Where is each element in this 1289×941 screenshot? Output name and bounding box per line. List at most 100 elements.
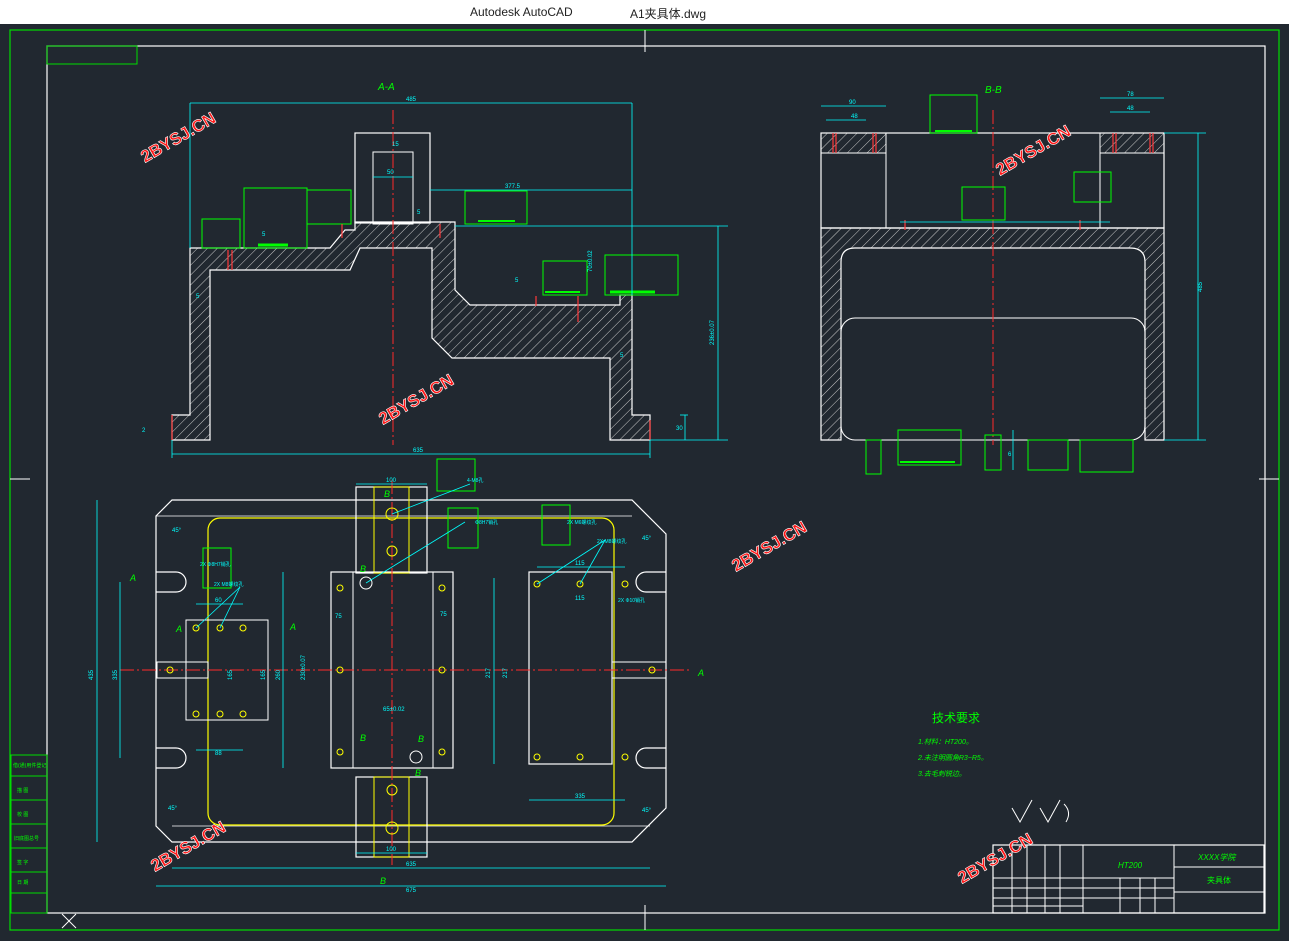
svg-text:5: 5 — [417, 210, 421, 216]
svg-text:485: 485 — [406, 97, 417, 103]
svg-text:15: 15 — [392, 142, 399, 148]
strip-label: 校 图 — [17, 811, 28, 818]
svg-text:A: A — [697, 668, 704, 678]
strip-label: 借(通)用件登记 — [13, 762, 46, 769]
svg-text:236±0.07: 236±0.07 — [710, 319, 716, 345]
svg-text:435: 435 — [89, 669, 95, 680]
svg-text:60: 60 — [215, 598, 222, 604]
strip-label: 旧底图总号 — [14, 835, 39, 842]
aa-green-parts — [201, 187, 679, 296]
svg-text:230±0.07: 230±0.07 — [301, 654, 307, 680]
svg-text:2X M8螺纹孔: 2X M8螺纹孔 — [214, 581, 243, 588]
svg-text:30: 30 — [676, 426, 683, 432]
svg-text:6: 6 — [1008, 452, 1012, 458]
svg-text:2X Φ10销孔: 2X Φ10销孔 — [618, 597, 645, 604]
aa-dimensions — [171, 102, 728, 458]
svg-text:115: 115 — [575, 561, 585, 567]
svg-text:4-M8孔: 4-M8孔 — [467, 477, 483, 484]
svg-text:65±0.02: 65±0.02 — [383, 707, 405, 713]
svg-text:2BYSJ.CN: 2BYSJ.CN — [993, 121, 1075, 179]
strip-label: 签 字 — [17, 859, 28, 866]
svg-text:5: 5 — [620, 353, 624, 359]
svg-text:50: 50 — [387, 170, 394, 176]
section-aa-view[interactable]: A-A — [142, 82, 728, 458]
plan-notes: 4-M8孔 2X M8螺纹孔 2X M8螺纹孔 2X M6螺纹孔 2X Φ8H7… — [200, 477, 645, 604]
svg-text:75: 75 — [440, 612, 447, 618]
svg-text:45°: 45° — [642, 808, 652, 814]
svg-text:2BYSJ.CN: 2BYSJ.CN — [955, 829, 1037, 887]
svg-text:2: 2 — [142, 428, 146, 434]
svg-text:2X M8螺纹孔: 2X M8螺纹孔 — [597, 538, 626, 545]
section-bb-title: B-B — [985, 85, 1002, 96]
svg-text:2X Φ8H7销孔: 2X Φ8H7销孔 — [200, 561, 231, 568]
svg-text:A: A — [289, 622, 296, 632]
svg-text:217: 217 — [503, 667, 509, 678]
svg-text:5: 5 — [262, 232, 266, 238]
svg-text:5: 5 — [196, 294, 200, 300]
svg-text:B: B — [360, 733, 366, 743]
svg-text:635: 635 — [413, 448, 424, 454]
svg-text:260: 260 — [276, 669, 282, 680]
plan-view[interactable]: 100 60 88 115 75 75 65±0.02 100 635 675 … — [89, 458, 704, 894]
svg-text:335: 335 — [575, 794, 586, 800]
svg-text:100: 100 — [386, 847, 397, 853]
svg-text:B: B — [380, 876, 386, 886]
svg-text:45°: 45° — [168, 806, 178, 812]
aa-dim-text: 485 635 50 377.5 15 5 2 30 236±0.07 70±0… — [142, 97, 716, 454]
bb-hatched-body — [820, 227, 1165, 441]
strip-label: 描 图 — [17, 787, 28, 794]
svg-text:1.材料：HT200。: 1.材料：HT200。 — [918, 738, 973, 746]
svg-text:217: 217 — [486, 667, 492, 678]
roughness-symbol-icon — [1011, 799, 1070, 824]
svg-text:75: 75 — [335, 614, 342, 620]
svg-text:100: 100 — [386, 478, 397, 484]
file-name: A1夹具体.dwg — [630, 7, 707, 21]
svg-text:90: 90 — [849, 100, 856, 106]
svg-text:A: A — [175, 624, 182, 634]
svg-text:2.未注明圆角R3~R5。: 2.未注明圆角R3~R5。 — [917, 754, 988, 762]
svg-text:2BYSJ.CN: 2BYSJ.CN — [138, 108, 220, 166]
plan-outline — [155, 499, 667, 843]
strip-label: 日 期 — [17, 880, 28, 886]
svg-text:3.去毛刺锐边。: 3.去毛刺锐边。 — [918, 770, 966, 778]
svg-text:B: B — [415, 768, 421, 778]
svg-text:2X M6螺纹孔: 2X M6螺纹孔 — [567, 519, 596, 526]
plan-dim-text: 100 60 88 115 75 75 65±0.02 100 635 675 … — [89, 478, 652, 894]
part-name-text: 夹具体 — [1207, 875, 1231, 885]
svg-text:635: 635 — [406, 862, 417, 868]
material-text: HT200 — [1118, 861, 1143, 870]
svg-text:48: 48 — [1127, 106, 1134, 112]
window-titlebar: Autodesk AutoCAD A1夹具体.dwg — [0, 0, 1289, 25]
svg-text:88: 88 — [215, 751, 222, 757]
svg-text:485: 485 — [1198, 281, 1204, 292]
svg-text:5: 5 — [515, 278, 519, 284]
aa-screws — [171, 224, 651, 440]
svg-text:45°: 45° — [172, 528, 182, 534]
svg-text:B: B — [360, 564, 366, 574]
svg-text:115: 115 — [575, 596, 585, 602]
app-name: Autodesk AutoCAD — [470, 5, 573, 19]
plan-section-marks: A A A A B B B B B B — [129, 489, 704, 886]
drawing-canvas[interactable]: 借(通)用件登记 描 图 校 图 旧底图总号 签 字 日 期 A-A — [0, 24, 1289, 936]
yellow-outline — [207, 517, 615, 826]
svg-text:A: A — [129, 573, 136, 583]
drawing-frame — [9, 29, 1280, 931]
svg-text:Φ8H7销孔: Φ8H7销孔 — [475, 519, 498, 526]
svg-text:2BYSJ.CN: 2BYSJ.CN — [729, 517, 811, 575]
cad-drawing[interactable]: 借(通)用件登记 描 图 校 图 旧底图总号 签 字 日 期 A-A — [0, 24, 1289, 936]
svg-text:165: 165 — [261, 669, 267, 680]
svg-text:675: 675 — [406, 888, 417, 894]
tech-title: 技术要求 — [932, 711, 980, 725]
svg-text:70±0.02: 70±0.02 — [588, 250, 594, 272]
svg-text:B: B — [384, 489, 390, 499]
svg-text:2BYSJ.CN: 2BYSJ.CN — [376, 370, 458, 428]
svg-text:335: 335 — [113, 669, 119, 680]
school-text: XXXX学院 — [1197, 853, 1237, 862]
title-block: HT200 XXXX学院 夹具体 — [992, 844, 1265, 914]
svg-text:165: 165 — [228, 669, 234, 680]
section-bb-view[interactable]: B-B — [820, 85, 1206, 475]
svg-text:48: 48 — [851, 114, 858, 120]
left-register-strip: 借(通)用件登记 描 图 校 图 旧底图总号 签 字 日 期 — [10, 754, 48, 914]
svg-text:45°: 45° — [642, 536, 652, 542]
plan-dimensions — [96, 483, 666, 887]
